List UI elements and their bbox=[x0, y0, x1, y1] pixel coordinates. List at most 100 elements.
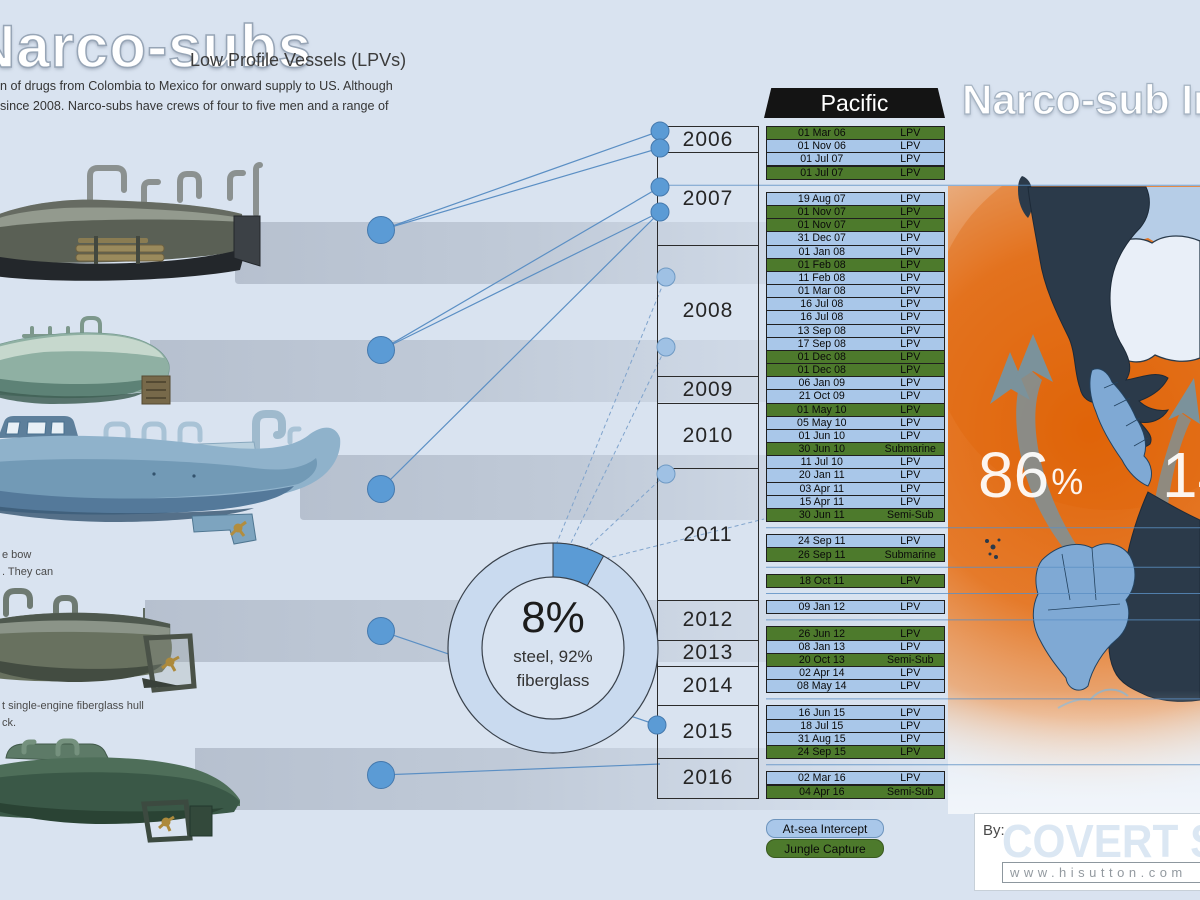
incident-vessel-type: LPV bbox=[900, 285, 921, 298]
incident-date: 03 Apr 11 bbox=[799, 482, 845, 495]
americas-route-map: 86% 14% bbox=[948, 176, 1200, 814]
year-cell-2011: 2011 bbox=[657, 468, 759, 602]
incident-date: 01 Nov 06 bbox=[797, 140, 846, 153]
incident-vessel-type: LPV bbox=[900, 719, 921, 732]
incident-vessel-type: LPV bbox=[900, 667, 921, 680]
incident-date: 11 Feb 08 bbox=[798, 271, 846, 284]
incident-date: 02 Apr 14 bbox=[799, 667, 845, 680]
year-cell-2009: 2009 bbox=[657, 376, 759, 404]
incident-date: 08 Jan 13 bbox=[798, 640, 846, 653]
year-label: 2008 bbox=[682, 298, 734, 322]
caribbean-route-arrow-body bbox=[1155, 412, 1191, 505]
south-america-borders bbox=[1047, 547, 1121, 611]
incident-date: 08 May 14 bbox=[797, 680, 847, 693]
website-url: www.hisutton.com bbox=[1002, 862, 1200, 883]
donut-label-line2: fiberglass bbox=[517, 671, 590, 690]
galapagos-islands bbox=[985, 538, 1001, 559]
incident-row: 01 Jul 07 LPV bbox=[766, 165, 945, 180]
year-label: 2013 bbox=[682, 641, 734, 665]
year-cell-2013: 2013 bbox=[657, 639, 759, 667]
hull-material-donut-chart: 8% steel, 92% fiberglass bbox=[447, 542, 659, 754]
incident-date: 26 Jun 12 bbox=[798, 627, 846, 640]
incident-date: 13 Sep 08 bbox=[797, 324, 846, 337]
incident-vessel-type: LPV bbox=[900, 219, 921, 232]
incident-vessel-type: LPV bbox=[900, 153, 921, 166]
incident-date: 01 May 10 bbox=[797, 403, 847, 416]
pacific-column-header: Pacific bbox=[764, 88, 945, 118]
incident-vessel-type: LPV bbox=[900, 680, 921, 693]
year-label: 2015 bbox=[682, 720, 734, 744]
map-title: Narco-sub Incidents bbox=[961, 75, 1200, 123]
incident-date: 01 Jan 08 bbox=[798, 245, 846, 258]
credit-by-label: By: bbox=[983, 822, 1005, 839]
solid-connector-lines bbox=[380, 130, 661, 776]
mexico-landmass bbox=[1027, 186, 1170, 449]
sub1-illustration-grey-lpv bbox=[0, 162, 263, 281]
incident-date: 16 Jun 15 bbox=[798, 706, 846, 719]
incident-row: 01 Mar 06 LPV bbox=[766, 126, 945, 141]
dashed-steel-links bbox=[555, 276, 765, 563]
sub4-note: t single-engine fiberglass hull ck. bbox=[2, 700, 144, 729]
incident-vessel-type: LPV bbox=[900, 469, 921, 482]
incident-vessel-type: LPV bbox=[900, 377, 921, 390]
incident-vessel-type: LPV bbox=[900, 746, 921, 759]
legend-atsea-intercept: At-sea Intercept bbox=[766, 819, 884, 838]
incident-row: 01 May 10 LPV bbox=[766, 402, 945, 417]
incident-vessel-type: LPV bbox=[900, 601, 921, 614]
incident-vessel-type: Semi-Sub bbox=[887, 785, 934, 798]
year-label: 2010 bbox=[682, 423, 734, 447]
intro-line-2: since 2008. Narco-subs have crews of fou… bbox=[0, 99, 389, 114]
incident-date: 01 Jul 07 bbox=[800, 166, 844, 179]
incident-vessel-type: LPV bbox=[900, 245, 921, 258]
incident-date: 01 Dec 08 bbox=[797, 350, 846, 363]
covert-shores-logo: COVERT SHORES bbox=[1002, 815, 1200, 867]
caribbean-share-value: 14% bbox=[1162, 439, 1200, 511]
incident-date: 01 Mar 06 bbox=[797, 127, 846, 140]
sub4-propeller bbox=[161, 655, 180, 672]
incident-vessel-type: LPV bbox=[900, 403, 921, 416]
sub2-illustration-pale-green-lpv bbox=[0, 316, 171, 405]
incident-vessel-type: Submarine bbox=[884, 443, 936, 456]
incident-vessel-type: LPV bbox=[900, 206, 921, 219]
incident-vessel-type: Semi-Sub bbox=[887, 653, 934, 666]
incident-vessel-type: LPV bbox=[900, 166, 921, 179]
incident-vessel-type: LPV bbox=[900, 495, 921, 508]
year-label: 2012 bbox=[682, 608, 734, 632]
incident-date: 24 Sep 11 bbox=[798, 535, 846, 548]
caribbean-route-arrowhead bbox=[1168, 378, 1200, 424]
incident-date: 21 Oct 09 bbox=[798, 390, 845, 403]
incident-date: 16 Jul 08 bbox=[800, 311, 844, 324]
incident-date: 31 Aug 15 bbox=[797, 732, 846, 745]
incident-row: 02 Apr 14 LPV bbox=[766, 665, 945, 681]
intro-paragraph: n of drugs from Colombia to Mexico for o… bbox=[0, 76, 393, 116]
incident-vessel-type: LPV bbox=[900, 127, 921, 140]
page-subtitle: Low Profile Vessels (LPVs) bbox=[190, 50, 407, 70]
incident-vessel-type: LPV bbox=[900, 627, 921, 640]
incident-date: 20 Jan 11 bbox=[798, 469, 845, 482]
incident-date: 20 Oct 13 bbox=[798, 653, 845, 666]
incident-date: 26 Sep 11 bbox=[798, 548, 846, 561]
intro-line-1: n of drugs from Colombia to Mexico for o… bbox=[0, 79, 393, 93]
incident-date: 01 Feb 08 bbox=[797, 258, 846, 271]
year-label: 2009 bbox=[682, 377, 734, 401]
incident-date: 17 Sep 08 bbox=[797, 337, 846, 350]
sub5-propeller bbox=[158, 815, 175, 832]
pacific-route-arrowhead bbox=[990, 352, 1030, 404]
